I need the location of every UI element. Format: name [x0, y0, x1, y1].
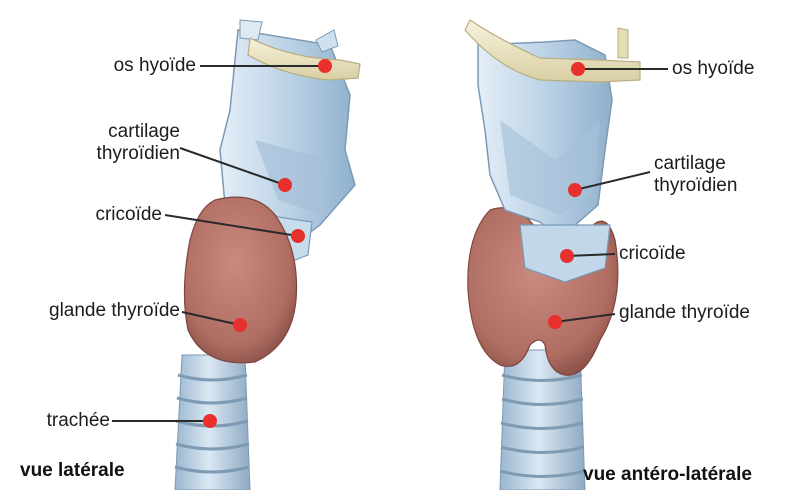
thyroid-gland-left — [184, 197, 296, 363]
caption-lateral-view: vue latérale — [20, 460, 125, 482]
marker-cricoid-right — [560, 249, 574, 263]
marker-hyoid-right — [571, 62, 585, 76]
marker-cartilage-right — [568, 183, 582, 197]
label-thyroid-gland-left: glande thyroïde — [8, 300, 180, 322]
label-trachea-left: trachée — [28, 410, 110, 432]
marker-cricoid-left — [291, 229, 305, 243]
label-hyoid-left: os hyoïde — [80, 55, 196, 77]
marker-trachea-left — [203, 414, 217, 428]
marker-hyoid-left — [318, 59, 332, 73]
marker-gland-left — [233, 318, 247, 332]
label-hyoid-right: os hyoïde — [672, 58, 754, 80]
caption-anterolateral-view: vue antéro-latérale — [583, 464, 752, 486]
marker-cartilage-left — [278, 178, 292, 192]
lateral-view-drawing — [175, 20, 360, 490]
label-thyroid-cartilage-left-line2: thyroïdien — [70, 143, 180, 165]
label-thyroid-gland-right: glande thyroïde — [619, 302, 750, 324]
label-cricoid-right: cricoïde — [619, 243, 686, 265]
label-thyroid-cartilage-right: cartilage thyroïdien — [654, 153, 737, 197]
label-thyroid-cartilage-right-line1: cartilage — [654, 153, 737, 175]
label-cricoid-left: cricoïde — [70, 204, 162, 226]
label-thyroid-cartilage-left: cartilage thyroïdien — [70, 121, 180, 165]
marker-gland-right — [548, 315, 562, 329]
label-thyroid-cartilage-right-line2: thyroïdien — [654, 175, 737, 197]
label-thyroid-cartilage-left-line1: cartilage — [70, 121, 180, 143]
